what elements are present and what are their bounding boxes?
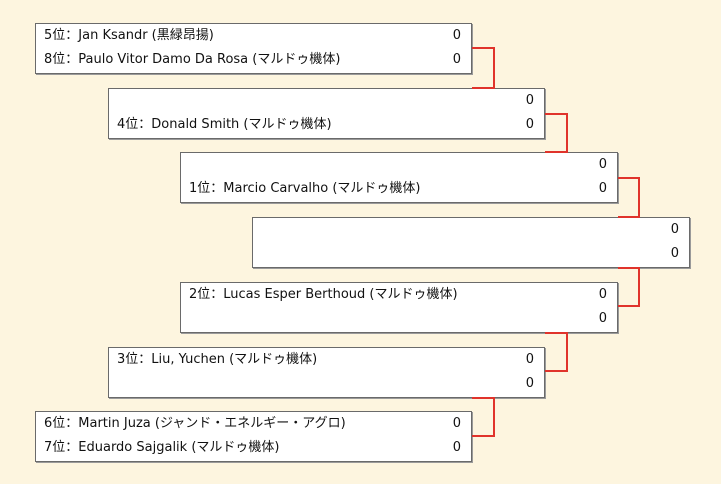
score: 0 [525, 376, 534, 391]
player-label: 1位：Marcio Carvalho (マルドゥ機体) [189, 181, 421, 196]
bracket-connector [618, 267, 640, 307]
bracket-slot: 3位：Liu, Yuchen (マルドゥ機体) 0 [117, 350, 534, 370]
score: 0 [525, 93, 534, 108]
score: 0 [598, 287, 607, 302]
bracket-connector [545, 332, 568, 372]
bracket-slot: 4位：Donald Smith (マルドゥ機体) 0 [117, 115, 534, 135]
player-label: 3位：Liu, Yuchen (マルドゥ機体) [117, 352, 318, 367]
match-box-3: 0 1位：Marcio Carvalho (マルドゥ機体) 0 [180, 152, 618, 203]
score: 0 [598, 157, 607, 172]
score: 0 [452, 416, 461, 431]
player-label: 6位：Martin Juza (ジャンド・エネルギー・アグロ) [44, 416, 346, 431]
bracket-slot: 1位：Marcio Carvalho (マルドゥ機体) 0 [189, 179, 607, 199]
score: 0 [670, 246, 679, 261]
bracket-slot: 0 [189, 309, 607, 329]
bracket-connector [472, 47, 495, 89]
bracket-slot: 0 [117, 91, 534, 111]
bracket-slot: 8位：Paulo Vitor Damo Da Rosa (マルドゥ機体) 0 [44, 50, 461, 70]
match-box-6: 3位：Liu, Yuchen (マルドゥ機体) 0 0 [108, 347, 545, 398]
player-label: 8位：Paulo Vitor Damo Da Rosa (マルドゥ機体) [44, 52, 341, 67]
bracket-slot: 0 [261, 244, 679, 264]
match-box-5: 2位：Lucas Esper Berthoud (マルドゥ機体) 0 0 [180, 282, 618, 333]
bracket-slot: 0 [117, 374, 534, 394]
match-box-7: 6位：Martin Juza (ジャンド・エネルギー・アグロ) 0 7位：Edu… [35, 411, 472, 462]
player-label: 4位：Donald Smith (マルドゥ機体) [117, 117, 332, 132]
bracket-slot: 0 [189, 155, 607, 175]
player-label: 7位：Eduardo Sajgalik (マルドゥ機体) [44, 440, 280, 455]
bracket-connector [545, 113, 568, 153]
score: 0 [452, 28, 461, 43]
bracket-connector [618, 177, 640, 218]
match-box-4: 0 0 [252, 217, 690, 268]
score: 0 [452, 440, 461, 455]
player-label: 2位：Lucas Esper Berthoud (マルドゥ機体) [189, 287, 458, 302]
score: 0 [670, 222, 679, 237]
match-box-2: 0 4位：Donald Smith (マルドゥ機体) 0 [108, 88, 545, 139]
player-label: 5位：Jan Ksandr (黒緑昂揚) [44, 28, 214, 43]
bracket-connector [472, 397, 495, 437]
score: 0 [452, 52, 461, 67]
bracket-slot: 2位：Lucas Esper Berthoud (マルドゥ機体) 0 [189, 285, 607, 305]
match-box-1: 5位：Jan Ksandr (黒緑昂揚) 0 8位：Paulo Vitor Da… [35, 23, 472, 74]
score: 0 [598, 311, 607, 326]
score: 0 [525, 352, 534, 367]
score: 0 [525, 117, 534, 132]
bracket-slot: 0 [261, 220, 679, 240]
bracket-slot: 6位：Martin Juza (ジャンド・エネルギー・アグロ) 0 [44, 414, 461, 434]
score: 0 [598, 181, 607, 196]
bracket-slot: 5位：Jan Ksandr (黒緑昂揚) 0 [44, 26, 461, 46]
bracket-slot: 7位：Eduardo Sajgalik (マルドゥ機体) 0 [44, 438, 461, 458]
